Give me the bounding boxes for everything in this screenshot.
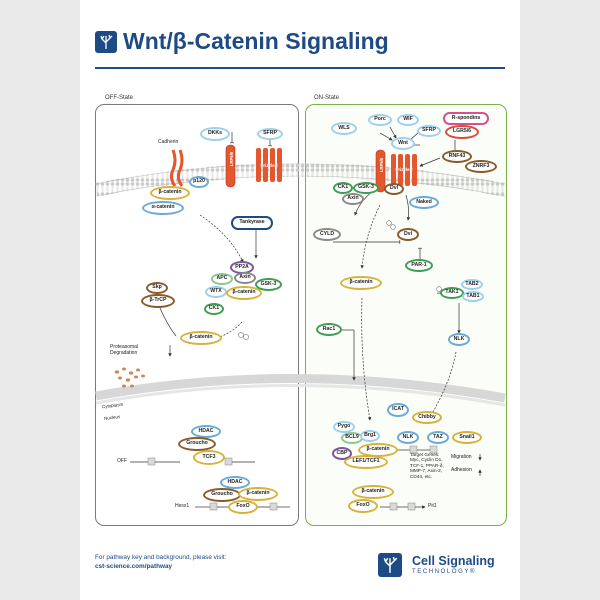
on-sfrp-node: SFRP — [417, 125, 441, 137]
cadherin-strands — [169, 149, 184, 187]
wif-node: WIF — [397, 114, 419, 126]
off-gene-marker: OFF — [117, 458, 127, 464]
pathway-graphics — [94, 126, 507, 511]
icat-node: ICAT — [387, 403, 409, 417]
off-axin-node: Axin — [234, 272, 256, 284]
cyld-node: CYLD — [313, 228, 341, 241]
par1-node: PAR-1 — [405, 259, 433, 272]
on-dvl-node-1: Dvl — [384, 183, 404, 195]
footer-link[interactable]: cst-science.com/pathway — [95, 562, 173, 570]
wtx-node: WTX — [205, 286, 227, 298]
dkks-node: DKKs — [200, 127, 230, 141]
tree-logo-icon — [95, 30, 117, 53]
page-title: Wnt/β-Catenin Signaling — [123, 28, 389, 54]
apc-node: APC — [211, 273, 233, 285]
hesx1-gene-label: Hesx1 — [175, 503, 190, 509]
cst-tree-icon — [378, 553, 402, 577]
cst-logo-sub: TECHNOLOGY® — [412, 568, 477, 575]
on-foxo-node: FoxO — [348, 499, 378, 513]
on-receptors — [375, 149, 417, 193]
bcl9-node: BCL9 — [341, 432, 363, 444]
pygo-node: Pygo — [333, 421, 355, 433]
footer: For pathway key and background, please v… — [95, 554, 226, 572]
on-b-catenin-foxo-node: β-catenin — [352, 485, 394, 499]
off-foxo-node: FoxO — [228, 500, 258, 514]
cst-logo: Cell Signaling TECHNOLOGY® — [378, 553, 495, 577]
rnf43-node: RNF43 — [442, 150, 472, 163]
rac1-node: Rac1 — [316, 323, 342, 336]
migration-label: Migration — [451, 454, 472, 460]
off-gsk3-node: GSK-3 — [255, 278, 282, 291]
off-receptors — [225, 132, 282, 188]
title-row: Wnt/β-Catenin Signaling — [95, 28, 389, 55]
tab2-node: TAB2 — [461, 279, 483, 290]
nuclear-membrane — [95, 373, 506, 407]
taz-node: TAZ — [427, 431, 449, 444]
off-b-catenin-membrane-node: β-catenin — [150, 186, 190, 200]
snail1-node: Snail1 — [452, 431, 482, 444]
on-gsk3-node: GSK-3 — [353, 182, 379, 194]
on-state-label: ON-State — [314, 95, 340, 101]
r-spondins-node: R-spondins — [443, 112, 489, 125]
wls-node: WLS — [331, 122, 357, 135]
naked-node: Naked — [409, 196, 439, 209]
off-hdac-node-2: HDAC — [220, 476, 250, 489]
pit1-gene-label: Pit1 — [428, 503, 437, 509]
chibby-node: Chibby — [412, 411, 442, 424]
degradation-particles — [114, 367, 145, 388]
off-state-label: OFF-State — [105, 95, 134, 101]
off-lrp-label: LRP5/6 — [228, 151, 234, 167]
title-rule — [95, 67, 505, 69]
on-frizzled-label: Frizzled — [395, 166, 413, 172]
off-ck1-node: CK1 — [204, 303, 224, 315]
off-arrows — [130, 214, 290, 511]
footer-line-1: For pathway key and background, please v… — [95, 554, 227, 561]
lef1-tcf1-node: LEF1/TCF1 — [344, 455, 388, 469]
off-frizzled-label: Frizzled — [260, 162, 278, 168]
on-nlk-node-2: NLK — [397, 431, 419, 444]
cst-logo-name: Cell Signaling — [412, 554, 495, 569]
wnt-node: Wnt — [391, 137, 415, 150]
off-groucho-node-1: Groucho — [178, 437, 216, 451]
on-nlk-node-1: NLK — [448, 333, 470, 346]
skp-node: Skp — [146, 282, 168, 294]
lgr56-node: LGR5/6 — [445, 125, 479, 139]
target-genes-label: Target Genes: Myc, Cyclin D1, TCF-1, PPA… — [410, 452, 444, 479]
znrf3-node: ZNRF3 — [465, 160, 497, 173]
off-b-catenin-foxo-node: β-catenin — [238, 487, 278, 501]
tcf3-node: TCF3 — [193, 450, 225, 465]
cbp-node: CBP — [332, 447, 352, 460]
porc-node: Porc — [368, 114, 392, 126]
off-b-catenin-degraded-node: β-catenin — [180, 331, 222, 345]
off-b-catenin-complex-node: β-catenin — [226, 286, 262, 300]
on-dvl-node-2: Dvl — [397, 228, 419, 241]
plasma-membrane — [94, 163, 507, 197]
brg1-node: Brg1 — [360, 430, 380, 442]
tak1-node: TAK1 — [440, 287, 464, 299]
p120-node: p120 — [189, 176, 209, 188]
on-b-catenin-cytoplasm-node: β-catenin — [340, 276, 382, 290]
tab1-node: TAB1 — [462, 291, 484, 302]
on-ck1-node: CK1 — [333, 182, 353, 194]
off-sfrp-node: SFRP — [257, 128, 283, 140]
a-catenin-node: α-catenin — [142, 201, 184, 215]
adhesion-label: Adhesion — [451, 467, 472, 473]
on-axin-node: Axin — [342, 193, 364, 205]
pathway-poster: Wnt/β-Catenin Signaling OFF-State ON-Sta… — [80, 0, 520, 600]
b-trcp-node: β-TrCP — [141, 294, 175, 308]
tankyrase-node: Tankyrase — [231, 216, 273, 230]
proteasomal-degradation-label: Proteasomal Degradation — [110, 344, 139, 356]
on-lrp-label: LRP5/6 — [378, 157, 384, 173]
cadherin-label: Cadherin — [158, 139, 179, 145]
